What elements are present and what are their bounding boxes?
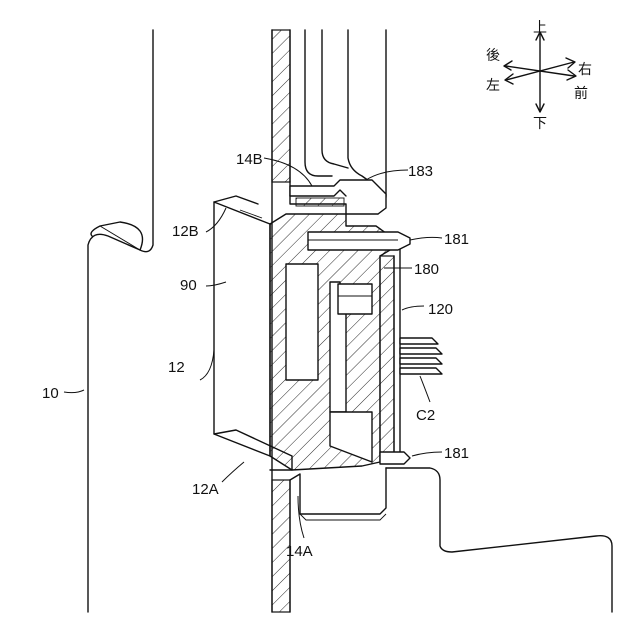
- label-12: 12: [168, 359, 185, 376]
- connector-C2: [400, 338, 442, 374]
- label-181-top: 181: [444, 231, 469, 248]
- label-183: 183: [408, 163, 433, 180]
- label-120: 120: [428, 301, 453, 318]
- label-181-bottom: 181: [444, 445, 469, 462]
- compass-right: 右: [578, 62, 592, 78]
- label-12A: 12A: [192, 481, 219, 498]
- label-10: 10: [42, 385, 59, 402]
- compass-left: 左: [486, 78, 500, 94]
- label-180: 180: [414, 261, 439, 278]
- lower-bracket: [290, 468, 612, 612]
- clip-181-bottom: [380, 452, 410, 464]
- panel-10: [88, 30, 153, 612]
- label-14B: 14B: [236, 151, 263, 168]
- label-90: 90: [180, 277, 197, 294]
- compass-up: 上: [533, 20, 547, 36]
- compass-down: 下: [533, 116, 547, 132]
- label-14A: 14A: [286, 543, 313, 560]
- clip-181-top: [308, 232, 410, 250]
- compass-back: 後: [486, 48, 500, 64]
- label-C2: C2: [416, 407, 435, 424]
- direction-compass: 上 下 後 左 右 前: [486, 20, 592, 132]
- top-cap-183: [290, 180, 386, 214]
- compass-front: 前: [574, 85, 588, 102]
- housing-section: [270, 214, 400, 470]
- label-12B: 12B: [172, 223, 199, 240]
